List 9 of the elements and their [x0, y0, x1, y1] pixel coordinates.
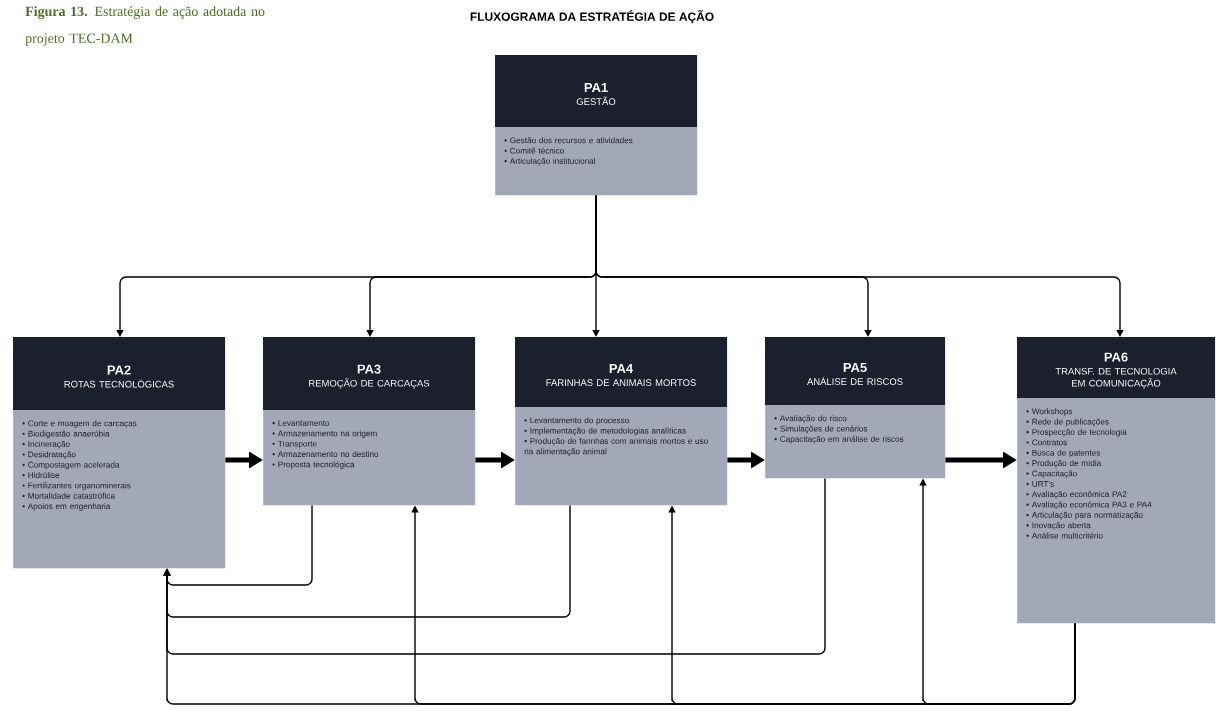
process-box: PA3 REMOÇÃO DE CARCAÇAS • Levantamento • Armazenamento na origem • Transporte • Armazenamento no destino • Proposta tecnológica	[263, 337, 476, 506]
process-box: PA1 GESTÃO • Gestão dos recursos e atividades • Comitê técnico • Articulação institucional	[495, 55, 698, 196]
diagram-title: FLUXOGRAMA DA ESTRATÉGIA DE AÇÃO	[470, 10, 714, 24]
process-box: PA4 FARINHAS DE ANIMAIS MORTOS • Levantamento do processo • Implementação de metodologias analíticas • Produção de farinhas com animais mortos e uso na alimentação animal	[515, 337, 728, 506]
process-box: PA2 ROTAS TECNOLÓGICAS • Corte e moagem de carcaças • Biodigestão anaeróbia • Incineração • Desidratação • Compostagem acelerada • Hidrólise • Fertilizantes organominerais • Mortalidade catastrófica • Apoios em engenharia	[13, 337, 226, 569]
arrow	[595, 194, 1124, 337]
process-box: PA5 ANÁLISE DE RISCOS • Avaliação do risco • Simulações de cenários • Capacitação em análise de riscos	[765, 337, 946, 479]
figure-caption: Figura 13. Estratégia de ação adotada no projeto TEC-DAM	[25, 6, 265, 46]
process-box: PA6 TRANSF. DE TECNOLOGIA EM COMUNICAÇÃO • Workshops • Rede de publicações • Prospecção de tecnologia • Contratos • Busca de patentes • Produção de mídia • Capacitação • URT’s • Avaliação econômica PA2 • Avaliação econômica PA3 e PA4 • Articulação para normatização • Inovação aberta • Análise multicritério	[1017, 337, 1216, 624]
